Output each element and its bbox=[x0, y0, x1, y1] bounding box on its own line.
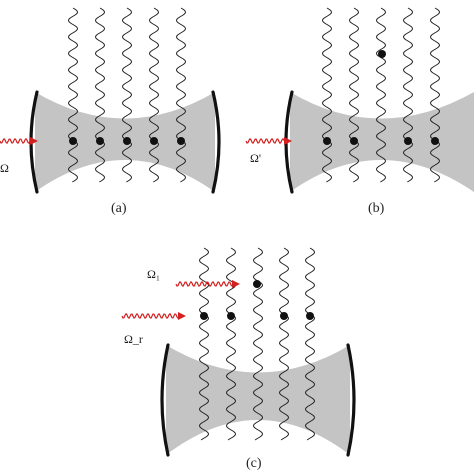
atom bbox=[280, 312, 288, 320]
photon-waves-b bbox=[321, 7, 441, 183]
atom bbox=[431, 137, 439, 145]
laser-b bbox=[245, 137, 292, 145]
atom bbox=[150, 137, 158, 145]
atom-raised bbox=[378, 50, 386, 58]
photon-wave-line bbox=[94, 7, 106, 183]
mirror-left-c bbox=[160, 343, 170, 457]
laser-beam-c1 bbox=[175, 280, 233, 288]
laser-beam-b bbox=[245, 137, 285, 145]
atoms-c bbox=[200, 280, 314, 320]
laser-label-a: Ω bbox=[0, 161, 9, 175]
mirror-right-a bbox=[211, 90, 221, 194]
photon-wave-line bbox=[148, 7, 160, 183]
atom bbox=[69, 137, 77, 145]
atom-raised bbox=[253, 280, 261, 288]
atom bbox=[227, 312, 235, 320]
panel-c: Ω₁ Ω_r (c) bbox=[121, 247, 356, 471]
caption-b: (b) bbox=[368, 201, 385, 216]
atoms-a bbox=[69, 137, 185, 145]
caption-a: (a) bbox=[111, 201, 127, 216]
panel-b: Ω' (b) bbox=[245, 7, 474, 216]
photon-waves-c bbox=[198, 247, 316, 441]
photon-waves-a bbox=[67, 7, 187, 183]
photon-wave-line bbox=[252, 247, 264, 441]
laser-arrowhead-c2 bbox=[178, 312, 186, 320]
atom bbox=[200, 312, 208, 320]
laser-beam-a bbox=[0, 137, 31, 145]
cavity-mode-b bbox=[290, 92, 474, 192]
photon-wave-line bbox=[402, 7, 414, 183]
photon-wave-line bbox=[121, 7, 133, 183]
laser-label-b: Ω' bbox=[250, 151, 261, 165]
photon-wave-line bbox=[375, 7, 387, 183]
atom bbox=[123, 137, 131, 145]
photon-wave-line bbox=[429, 7, 441, 183]
laser-arrowhead-c1 bbox=[232, 280, 240, 288]
atom bbox=[350, 137, 358, 145]
photon-wave-line bbox=[278, 247, 290, 441]
atom bbox=[96, 137, 104, 145]
mirror-right-c bbox=[346, 343, 356, 457]
laser-c1 bbox=[175, 280, 240, 288]
photon-wave-line bbox=[67, 7, 79, 183]
photon-wave-line bbox=[198, 247, 210, 441]
laser-arrowhead-a bbox=[30, 137, 38, 145]
atom bbox=[177, 137, 185, 145]
laser-beam-c2 bbox=[121, 312, 179, 320]
laser-arrowhead-b bbox=[284, 137, 292, 145]
photon-wave-line bbox=[304, 247, 316, 441]
photon-wave-line bbox=[225, 247, 237, 441]
atoms-b bbox=[323, 50, 439, 145]
caption-c: (c) bbox=[246, 456, 262, 471]
atom bbox=[404, 137, 412, 145]
photon-wave-line bbox=[321, 7, 333, 183]
cavity-mode-c bbox=[166, 345, 350, 455]
laser-label-c1: Ω₁ bbox=[147, 267, 160, 281]
laser-a bbox=[0, 137, 38, 145]
atom bbox=[306, 312, 314, 320]
laser-c2 bbox=[121, 312, 186, 320]
atom bbox=[323, 137, 331, 145]
photon-wave-line bbox=[348, 7, 360, 183]
laser-label-c2: Ω_r bbox=[124, 332, 143, 346]
photon-wave-line bbox=[175, 7, 187, 183]
panel-a: Ω (a) bbox=[0, 7, 221, 216]
